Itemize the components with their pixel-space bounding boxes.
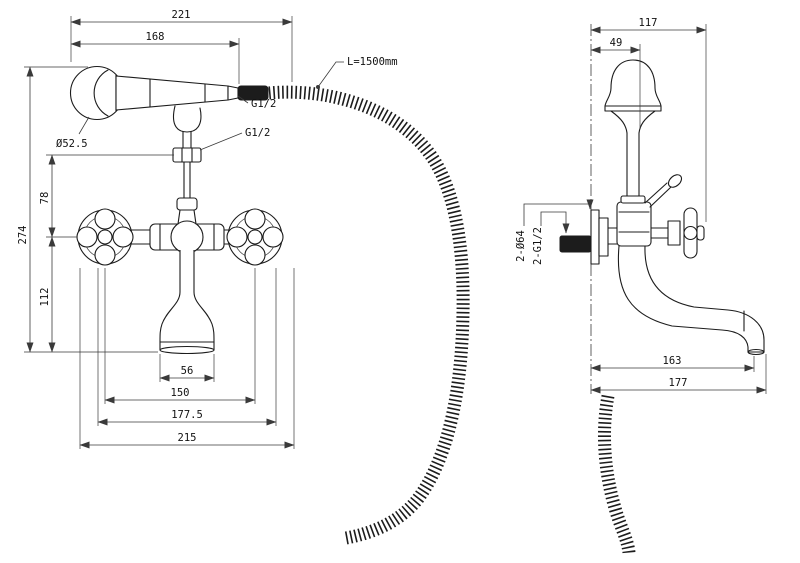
dim-overall-height-label: 274 [17,226,29,245]
wall-inlet-connector [559,235,592,253]
handshower-handle-rings [149,78,206,108]
spout-tip-detail [743,310,765,353]
handshower-head-side [604,59,662,107]
diverter-boss [170,220,204,254]
escutcheon-leader [523,199,594,226]
valve-body-detail [618,211,650,233]
head-taper [610,110,656,134]
spout-side-outer [617,245,749,353]
dim-spout-reach-label: 163 [663,355,682,367]
mixer-body-detail [159,223,215,251]
leader-lines [78,61,344,151]
spout-outlet [159,345,215,355]
neck-flange [620,195,646,204]
hose-length-label: L=1500mm [347,56,398,68]
body-pipes [130,229,229,245]
front-view: 221 168 L=1500mm G1/2 G1/2 Ø52.5 274 78 … [17,9,470,545]
dim-handset-length-label: 168 [146,31,165,43]
cross-handle-front-arm [683,225,698,241]
handle-stem-side [650,227,669,239]
spout-tip-outlet [747,348,765,356]
escutcheon-plate-outer [590,209,600,265]
valve-body-side [616,201,652,247]
dim-overall-reach-label: 177 [669,377,688,389]
handset-cradle [172,105,202,133]
extension-lines-side [639,24,767,394]
handle-hex-side [667,220,681,246]
escutcheon-plate-inner [598,217,609,257]
escutcheon-note-label: 2-Ø64 [515,230,527,262]
knob-to-body [177,209,197,225]
bracket-thread-label: G1/2 [245,127,270,139]
side-view: 117 49 2-Ø64 2-G1/2 163 177 [515,17,767,554]
dim-handle-centers-label: 150 [171,387,190,399]
dim-bracket-to-valve-label: 78 [39,192,51,205]
cross-handle-cap [696,225,705,241]
head-diameter-label: Ø52.5 [56,138,88,150]
spout-side-inner [644,245,765,353]
cradle-nut-facets [181,147,193,163]
dim-body-width-label: 177.5 [171,409,203,421]
hose-leader-dot [316,85,320,89]
hot-cross-handle [226,208,284,266]
hose-nut [237,85,269,101]
diverter-knob [176,197,198,211]
cradle-stem [182,131,192,149]
spout-rim-sides [159,341,215,351]
hose-thread-label: G1/2 [251,98,276,110]
cradle-nut [172,147,202,163]
head-lip [604,105,662,112]
lever-knob [667,174,683,188]
shower-hose-side [597,394,636,554]
riser-pipe [183,161,191,199]
handshower-handle [115,75,229,111]
shower-hose [268,85,470,545]
dim-overall-length-label: 221 [172,9,191,21]
extension-lines [24,16,295,449]
handshower-cone [227,85,239,101]
wall-pipe [607,227,618,245]
inlet-thread-leader [540,211,570,234]
inlet-thread-note-label: 2-G1/2 [532,227,544,265]
handshower-neck [626,132,640,197]
dim-overall-depth-label: 117 [639,17,658,29]
dim-spout-mouth-label: 56 [181,365,194,377]
diverter-lever [644,182,672,208]
dim-overall-width-label: 215 [178,432,197,444]
cold-cross-handle [76,208,134,266]
tub-spout [159,250,215,343]
dim-head-offset-label: 49 [610,37,623,49]
dim-valve-to-spout-label: 112 [39,288,51,307]
